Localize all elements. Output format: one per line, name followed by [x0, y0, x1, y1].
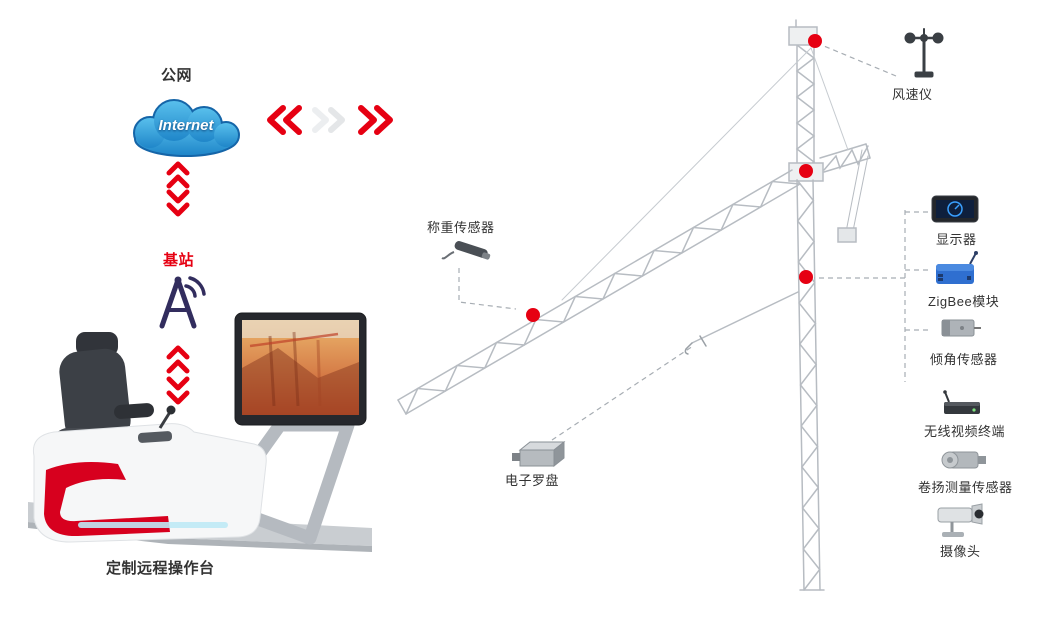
- console-red-accent: [44, 462, 170, 537]
- display-icon: [931, 195, 979, 223]
- sensor-point-markers: [526, 34, 822, 322]
- camera-icon: [937, 503, 984, 537]
- internet-cloud-icon: [133, 99, 240, 157]
- dashed-connectors: [458, 45, 928, 441]
- weight-sensor-label: 称重传感器: [427, 220, 495, 235]
- slewing-point: [799, 164, 813, 178]
- wireless-video-terminal-icon: [943, 390, 980, 414]
- zigbee-module-label: ZigBee模块: [928, 294, 1000, 309]
- remote-console-illustration: [28, 312, 372, 552]
- compass-label: 电子罗盘: [505, 473, 560, 488]
- wireless-video-terminal-label: 无线视频终端: [924, 424, 1006, 439]
- base-station-antenna-icon: [159, 276, 206, 329]
- anemometer-point: [808, 34, 822, 48]
- internet-cloud-text: Internet: [158, 117, 214, 134]
- zigbee-module-icon: [936, 251, 978, 284]
- console-monitor: [234, 312, 367, 426]
- hoist-measure-sensor-icon: [941, 451, 986, 469]
- link-arrows-basestation-console: [166, 345, 190, 405]
- console-label: 定制远程操作台: [106, 560, 215, 577]
- anemometer-label: 风速仪: [892, 87, 933, 102]
- base-station-label: 基站: [163, 252, 195, 269]
- wireless-link-arrows: [267, 105, 393, 135]
- compass-icon: [512, 440, 566, 468]
- public-network-label: 公网: [161, 67, 193, 84]
- jib-weight-point: [526, 308, 540, 322]
- display-label: 显示器: [936, 232, 977, 247]
- tilt-sensor-label: 倾角传感器: [930, 352, 998, 367]
- camera-label: 摄像头: [940, 544, 981, 559]
- hoist-measure-sensor-label: 卷扬测量传感器: [918, 480, 1013, 495]
- weight-sensor-icon: [441, 241, 491, 260]
- tilt-sensor-icon: [941, 319, 981, 337]
- anemometer-icon: [904, 28, 944, 78]
- mast-sensor-point: [799, 270, 813, 284]
- link-arrows-cloud-basestation: [166, 161, 190, 217]
